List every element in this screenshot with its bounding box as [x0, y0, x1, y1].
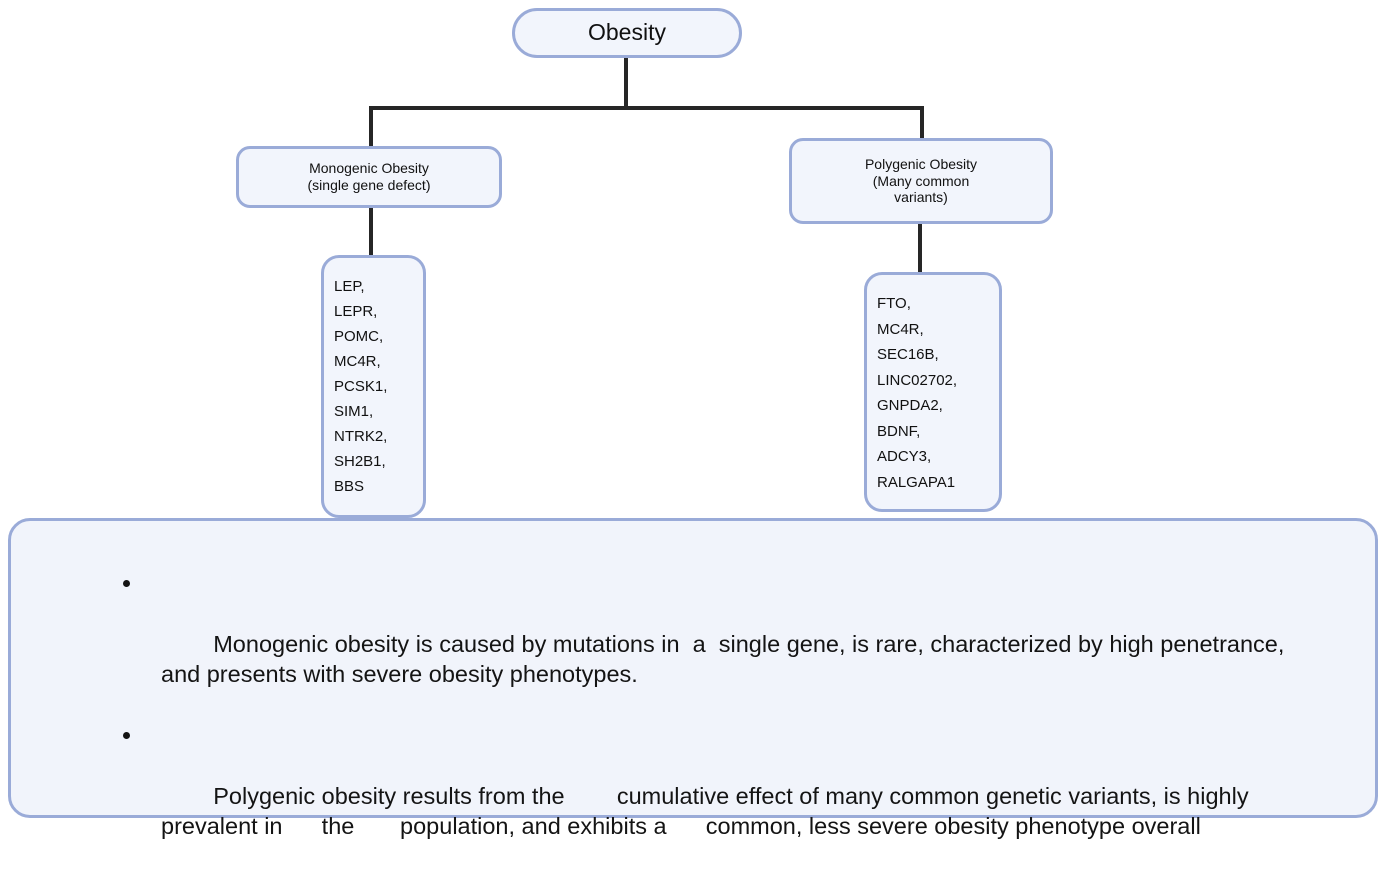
- summary-panel: Monogenic obesity is caused by mutations…: [8, 518, 1378, 839]
- summary-bullet-polygenic: Polygenic obesity results from the cumul…: [115, 721, 1315, 871]
- gene-item: LEPR,: [334, 303, 378, 320]
- connector-root-vertical: [624, 57, 628, 110]
- gene-item: NTRK2,: [334, 428, 388, 445]
- gene-item: PCSK1,: [334, 378, 388, 395]
- bullet-point-icon: [123, 580, 130, 587]
- gene-item: FTO,: [877, 295, 911, 312]
- summary-bullet-monogenic-text: Monogenic obesity is caused by mutations…: [161, 631, 1291, 687]
- node-polygenic-subtitle-line2: variants): [894, 189, 948, 206]
- connector-to-monogenic: [369, 106, 373, 148]
- summary-bullet-monogenic: Monogenic obesity is caused by mutations…: [115, 569, 1315, 719]
- node-obesity-root: Obesity: [512, 8, 742, 58]
- node-polygenic-obesity: Polygenic Obesity (Many common variants): [789, 138, 1053, 224]
- obesity-genetics-diagram: Obesity Monogenic Obesity (single gene d…: [8, 8, 1378, 839]
- gene-item: SIM1,: [334, 403, 374, 420]
- connector-polygenic-to-genes: [918, 223, 922, 274]
- gene-item: MC4R,: [877, 320, 924, 338]
- gene-item: MC4R,: [334, 353, 381, 370]
- gene-item: LEP,: [334, 278, 365, 295]
- gene-item: LINC02702,: [877, 371, 958, 389]
- gene-item: GNPDA2,: [877, 397, 943, 414]
- node-polygenic-subtitle-line1: (Many common: [872, 172, 970, 189]
- gene-item: BDNF,: [877, 422, 921, 440]
- gene-list-polygenic: FTO, MC4R, SEC16B, LINC02702, GNPDA2, BD…: [864, 272, 1002, 512]
- gene-list-monogenic: LEP, LEPR, POMC, MC4R, PCSK1, SIM1, NTRK…: [321, 255, 426, 518]
- node-polygenic-title: Polygenic Obesity: [864, 156, 978, 173]
- node-monogenic-obesity: Monogenic Obesity (single gene defect): [236, 146, 502, 208]
- gene-item: RALGAPA1: [877, 473, 956, 491]
- connector-horizontal-bar: [369, 106, 924, 110]
- node-monogenic-subtitle: (single gene defect): [307, 177, 431, 193]
- summary-bullet-polygenic-text: Polygenic obesity results from the cumul…: [161, 783, 1256, 839]
- connector-monogenic-to-genes: [369, 207, 373, 257]
- connector-to-polygenic: [920, 106, 924, 140]
- gene-item: SH2B1,: [334, 453, 386, 470]
- node-monogenic-title: Monogenic Obesity: [309, 160, 429, 177]
- summary-bullet-list: Monogenic obesity is caused by mutations…: [115, 569, 1315, 873]
- node-obesity-root-label: Obesity: [588, 19, 666, 46]
- gene-item: ADCY3,: [877, 448, 932, 465]
- gene-item: SEC16B,: [877, 346, 939, 363]
- gene-item: POMC,: [334, 328, 384, 345]
- gene-item: BBS: [334, 478, 365, 495]
- bullet-point-icon: [123, 732, 130, 739]
